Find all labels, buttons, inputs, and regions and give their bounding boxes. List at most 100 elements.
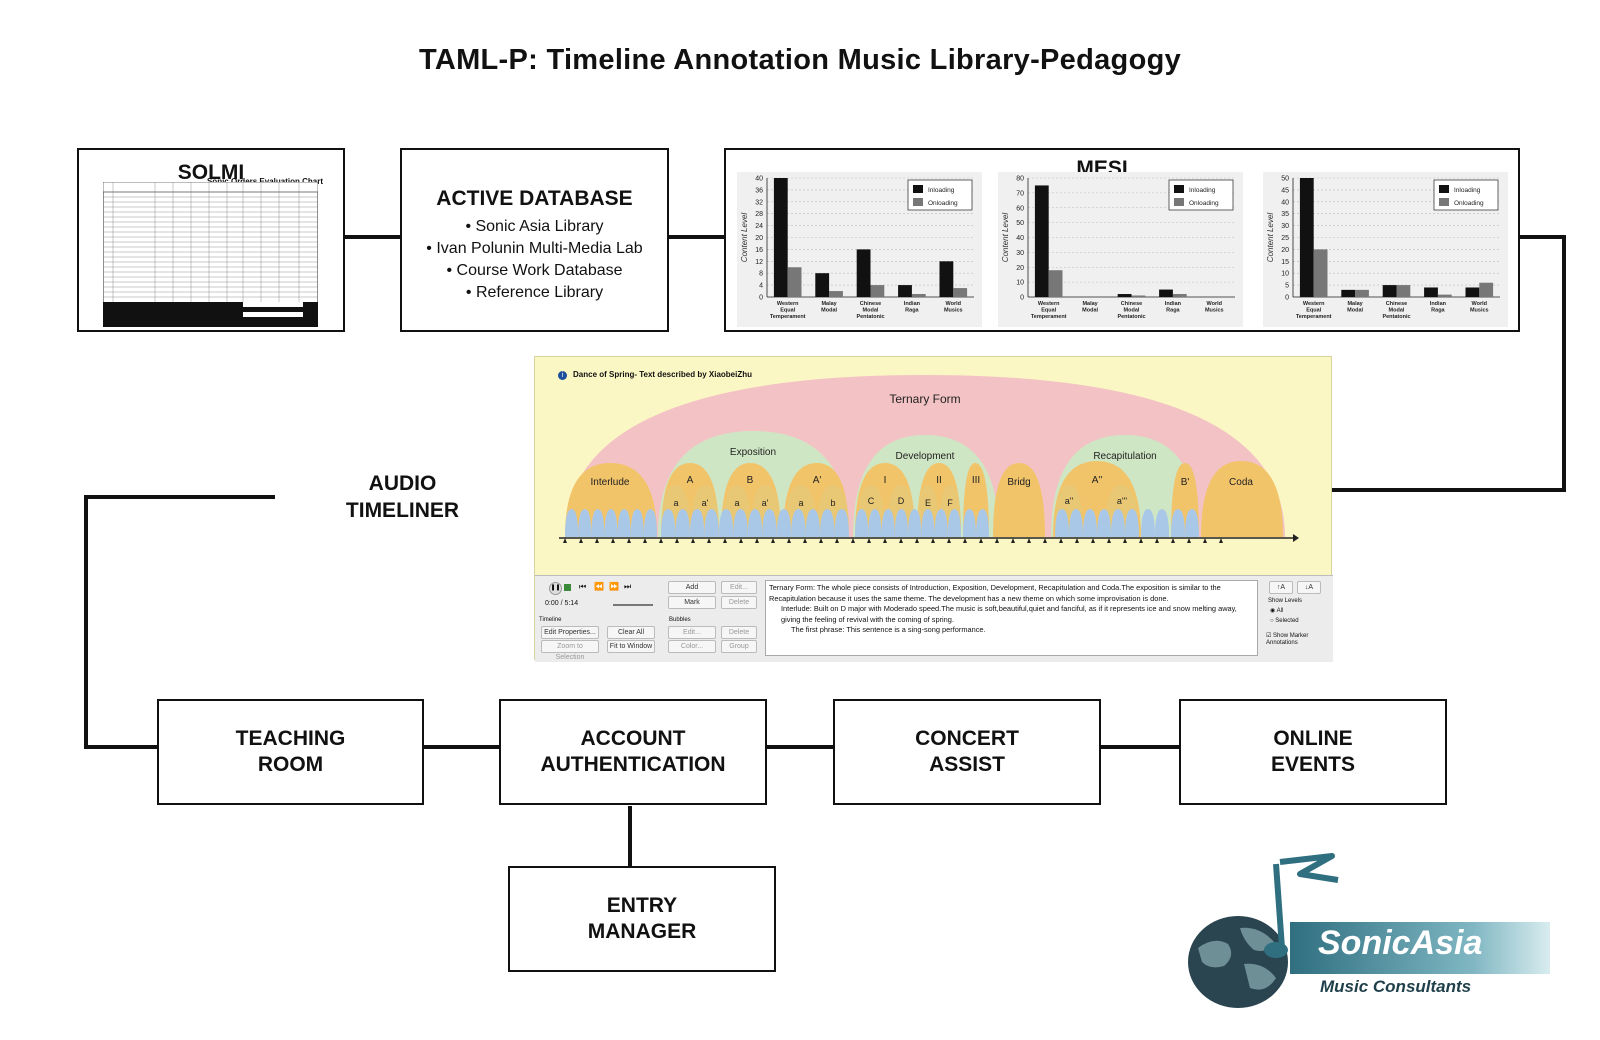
sub-phrase-label: a''' — [1117, 496, 1127, 506]
x-tick-label: Modal — [1389, 308, 1405, 314]
timeline-marker — [563, 538, 567, 543]
entry-manager-line2: MANAGER — [587, 920, 697, 943]
forward-icon[interactable]: ⏩ — [609, 582, 619, 591]
timeline-marker — [1219, 538, 1223, 543]
annotation-line-2: Interlude: Built on D major with Moderad… — [781, 604, 1237, 624]
timeline-group-label: Timeline — [539, 617, 562, 623]
globe-icon — [1188, 916, 1288, 1008]
account-authentication-box[interactable]: ACCOUNT AUTHENTICATION — [499, 699, 767, 805]
fit-window-button[interactable]: Fit to Window — [607, 640, 655, 653]
audio-timeliner-line1: AUDIO — [368, 472, 437, 495]
timeline-marker — [1091, 538, 1095, 543]
clear-all-button[interactable]: Clear All — [607, 626, 655, 639]
timeline-marker — [1107, 538, 1111, 543]
phrase-arc — [1055, 509, 1069, 537]
legend-label: Onloading — [1189, 200, 1219, 207]
delete-button[interactable]: Delete — [721, 596, 757, 609]
active-database-box[interactable]: ACTIVE DATABASE • Sonic Asia Library • I… — [400, 148, 669, 332]
mark-button[interactable]: Mark — [668, 596, 716, 609]
timeline-marker — [1139, 538, 1143, 543]
timeline-marker — [835, 538, 839, 543]
timeline-marker — [1123, 538, 1127, 543]
phrase-arc — [834, 509, 849, 537]
timeline-marker — [627, 538, 631, 543]
show-marker-checkbox[interactable]: ☑ Show Marker Annotations — [1266, 633, 1309, 646]
edit-properties-button[interactable]: Edit Properties... — [541, 626, 599, 639]
phrase-arc — [820, 509, 835, 537]
db-item-reference: • Reference Library — [465, 284, 604, 301]
phrase-arc — [963, 509, 976, 537]
y-tick-label: 20 — [1016, 265, 1024, 272]
sub-phrase-label: b — [830, 498, 835, 508]
phrase-arc — [661, 509, 676, 537]
phrase-arc — [1185, 509, 1199, 537]
timeline-marker — [771, 538, 775, 543]
transport-controls: ❚❚ ⏮ ⏪ ⏩ ⏭ — [549, 582, 645, 595]
y-tick-label: 28 — [755, 211, 763, 218]
font-increase-button[interactable]: ↑A — [1269, 581, 1293, 594]
label-exposition: Exposition — [730, 447, 776, 458]
part-label: Coda — [1229, 477, 1253, 488]
add-button[interactable]: Add — [668, 581, 716, 594]
font-decrease-button[interactable]: ↓A — [1297, 581, 1321, 594]
timeline-marker — [1155, 538, 1159, 543]
concert-assist-line1: CONCERT — [915, 727, 1019, 750]
bar-onloading — [911, 294, 926, 297]
y-tick-label: 32 — [755, 199, 763, 206]
pause-icon[interactable]: ❚❚ — [549, 582, 562, 595]
phrase-arc — [1155, 509, 1169, 537]
color-button[interactable]: Color... — [668, 640, 716, 653]
x-tick-label: Modal — [1082, 308, 1098, 314]
timeline-marker — [707, 538, 711, 543]
x-tick-label: Pentatonic — [1117, 314, 1145, 320]
y-tick-label: 36 — [755, 187, 763, 194]
logo-tagline: Music Consultants — [1320, 977, 1472, 996]
rewind-icon[interactable]: ⏪ — [594, 582, 604, 591]
phrase-arc — [1097, 509, 1111, 537]
phrase-arc — [1111, 509, 1125, 537]
timeliner-arc-diagram: Ternary Form Exposition Development Reca… — [559, 375, 1299, 543]
stop-icon[interactable] — [564, 584, 571, 591]
annotation-text[interactable]: Ternary Form: The whole piece consists o… — [765, 580, 1258, 656]
timeline-marker — [1187, 538, 1191, 543]
online-events-line2: EVENTS — [1270, 753, 1356, 776]
y-tick-label: 8 — [759, 271, 763, 278]
y-tick-label: 30 — [1281, 223, 1289, 230]
part-label: III — [972, 475, 980, 486]
edit-button[interactable]: Edit... — [721, 581, 757, 594]
radio-all[interactable]: ◉ All — [1270, 608, 1284, 614]
phrase-arc — [762, 509, 777, 537]
volume-slider[interactable] — [613, 604, 653, 606]
timeline-marker — [1075, 538, 1079, 543]
rewind-start-icon[interactable]: ⏮ — [579, 582, 587, 591]
y-tick-label: 0 — [759, 295, 763, 302]
connector-left-top — [84, 495, 275, 499]
teaching-room-box[interactable]: TEACHING ROOM — [157, 699, 424, 805]
bubble-edit-button[interactable]: Edit... — [668, 626, 716, 639]
bubble-delete-button[interactable]: Delete — [721, 626, 757, 639]
bar-inloading — [815, 273, 830, 297]
online-events-box[interactable]: ONLINE EVENTS — [1179, 699, 1447, 805]
connector-concert-online — [1101, 745, 1180, 749]
solmi-box[interactable]: SOLMI Sonic Orders Evaluation Chart — [77, 148, 345, 332]
sub-phrase-label: C — [868, 496, 875, 506]
x-tick-label: Indian — [904, 301, 921, 307]
timeliner-info-icon[interactable]: i — [558, 371, 567, 380]
x-tick-label: Raga — [1431, 308, 1445, 314]
entry-manager-box[interactable]: ENTRY MANAGER — [508, 866, 776, 972]
group-button[interactable]: Group — [721, 640, 757, 653]
audio-timeliner-window[interactable]: i Dance of Spring- Text described by Xia… — [534, 356, 1333, 662]
forward-end-icon[interactable]: ⏭ — [624, 582, 632, 591]
phrase-arc — [704, 509, 719, 537]
y-tick-label: 60 — [1016, 205, 1024, 212]
part-label: B' — [1181, 477, 1190, 488]
zoom-selection-button[interactable]: Zoom to Selection — [541, 640, 599, 661]
x-tick-label: Indian — [1430, 301, 1447, 307]
legend-label: Onloading — [928, 200, 958, 207]
radio-selected[interactable]: ○ Selected — [1270, 618, 1299, 624]
legend-label: Onloading — [1454, 200, 1484, 207]
x-tick-label: Malay — [1347, 301, 1363, 307]
bar-inloading — [1341, 289, 1356, 297]
concert-assist-box[interactable]: CONCERT ASSIST — [833, 699, 1101, 805]
